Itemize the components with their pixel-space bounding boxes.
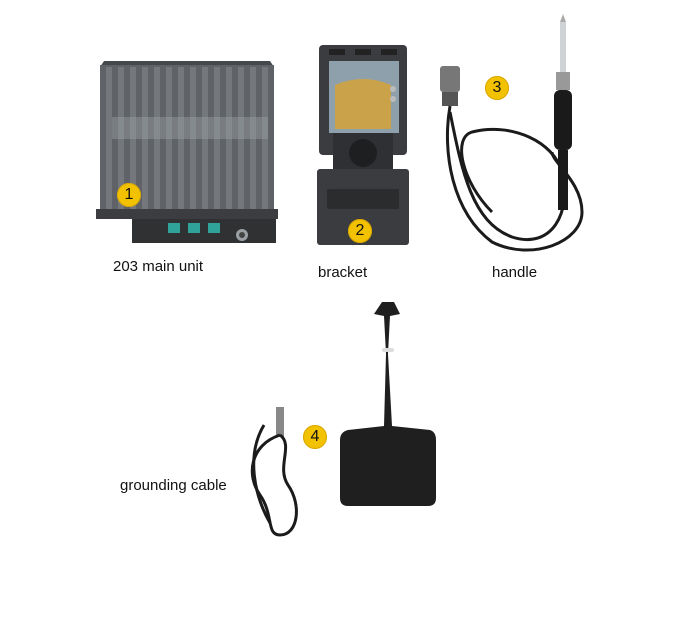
item-caption: bracket <box>318 264 368 281</box>
item-caption: grounding cable <box>120 477 227 494</box>
item-caption: 203 main unit <box>113 258 204 275</box>
soldering-iron-handle-icon <box>440 14 584 252</box>
bracket-image <box>313 45 413 247</box>
grounding-cable-icon <box>250 407 298 537</box>
item-number-badge: 4 <box>303 425 327 449</box>
item-number-badge: 1 <box>117 183 141 207</box>
anti-static-pad-icon <box>340 302 436 506</box>
item-number-badge: 2 <box>348 219 372 243</box>
iron-holder-bracket-icon <box>317 45 409 245</box>
item-caption: handle <box>492 264 538 281</box>
grounding-cable-image <box>240 405 310 540</box>
handle-image <box>432 12 602 257</box>
soldering-station-main-unit-icon <box>96 61 278 243</box>
item-number-badge: 3 <box>485 76 509 100</box>
main-unit-image <box>92 55 282 245</box>
anti-static-pad-image <box>338 298 438 508</box>
